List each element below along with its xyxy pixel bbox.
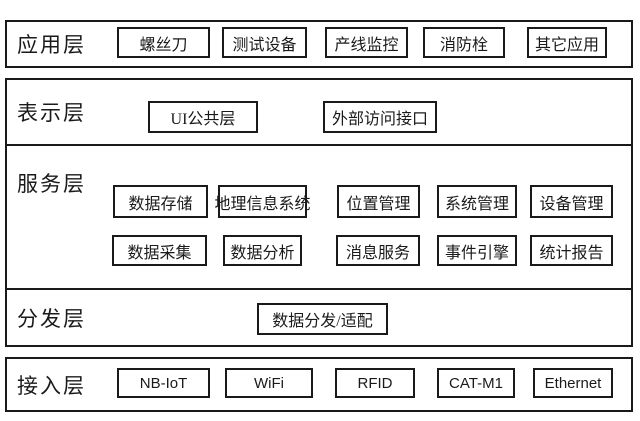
node-statistical-report: 统计报告	[530, 235, 613, 266]
node-device-management: 设备管理	[530, 185, 613, 218]
node-external-access-interface: 外部访问接口	[323, 101, 437, 133]
node-system-management: 系统管理	[437, 185, 517, 218]
node-screwdriver: 螺丝刀	[117, 27, 210, 58]
node-fire-hydrant: 消防栓	[423, 27, 505, 58]
node-data-analysis: 数据分析	[223, 235, 302, 266]
node-rfid: RFID	[335, 368, 415, 398]
layer-access: 接入层 NB-IoT WiFi RFID CAT-M1 Ethernet	[5, 357, 633, 412]
node-other-applications: 其它应用	[527, 27, 607, 58]
node-message-service: 消息服务	[336, 235, 420, 266]
node-event-engine: 事件引擎	[437, 235, 517, 266]
node-data-collection: 数据采集	[112, 235, 207, 266]
layer-presentation-label: 表示层	[17, 101, 86, 125]
layer-service: 服务层 数据存储 地理信息系统 位置管理 系统管理 设备管理 数据采集 数据分析…	[5, 146, 633, 290]
node-wifi: WiFi	[225, 368, 313, 398]
layer-service-label: 服务层	[17, 172, 86, 196]
node-ui-common-layer: UI公共层	[148, 101, 258, 133]
node-test-equipment: 测试设备	[222, 27, 307, 58]
layer-distribution: 分发层 数据分发/适配	[5, 290, 633, 347]
node-ethernet: Ethernet	[533, 368, 613, 398]
node-cat-m1: CAT-M1	[437, 368, 515, 398]
layer-access-label: 接入层	[17, 373, 86, 398]
node-data-distribution-adaptation: 数据分发/适配	[257, 303, 388, 335]
node-location-management: 位置管理	[337, 185, 420, 218]
node-nb-iot: NB-IoT	[117, 368, 210, 398]
node-production-line-monitoring: 产线监控	[325, 27, 408, 58]
layer-presentation: 表示层 UI公共层 外部访问接口	[5, 78, 633, 146]
layer-application: 应用层 螺丝刀 测试设备 产线监控 消防栓 其它应用	[5, 20, 633, 68]
layer-distribution-label: 分发层	[17, 306, 86, 331]
layer-application-label: 应用层	[17, 33, 86, 57]
node-data-storage: 数据存储	[113, 185, 208, 218]
node-gis: 地理信息系统	[215, 185, 311, 218]
